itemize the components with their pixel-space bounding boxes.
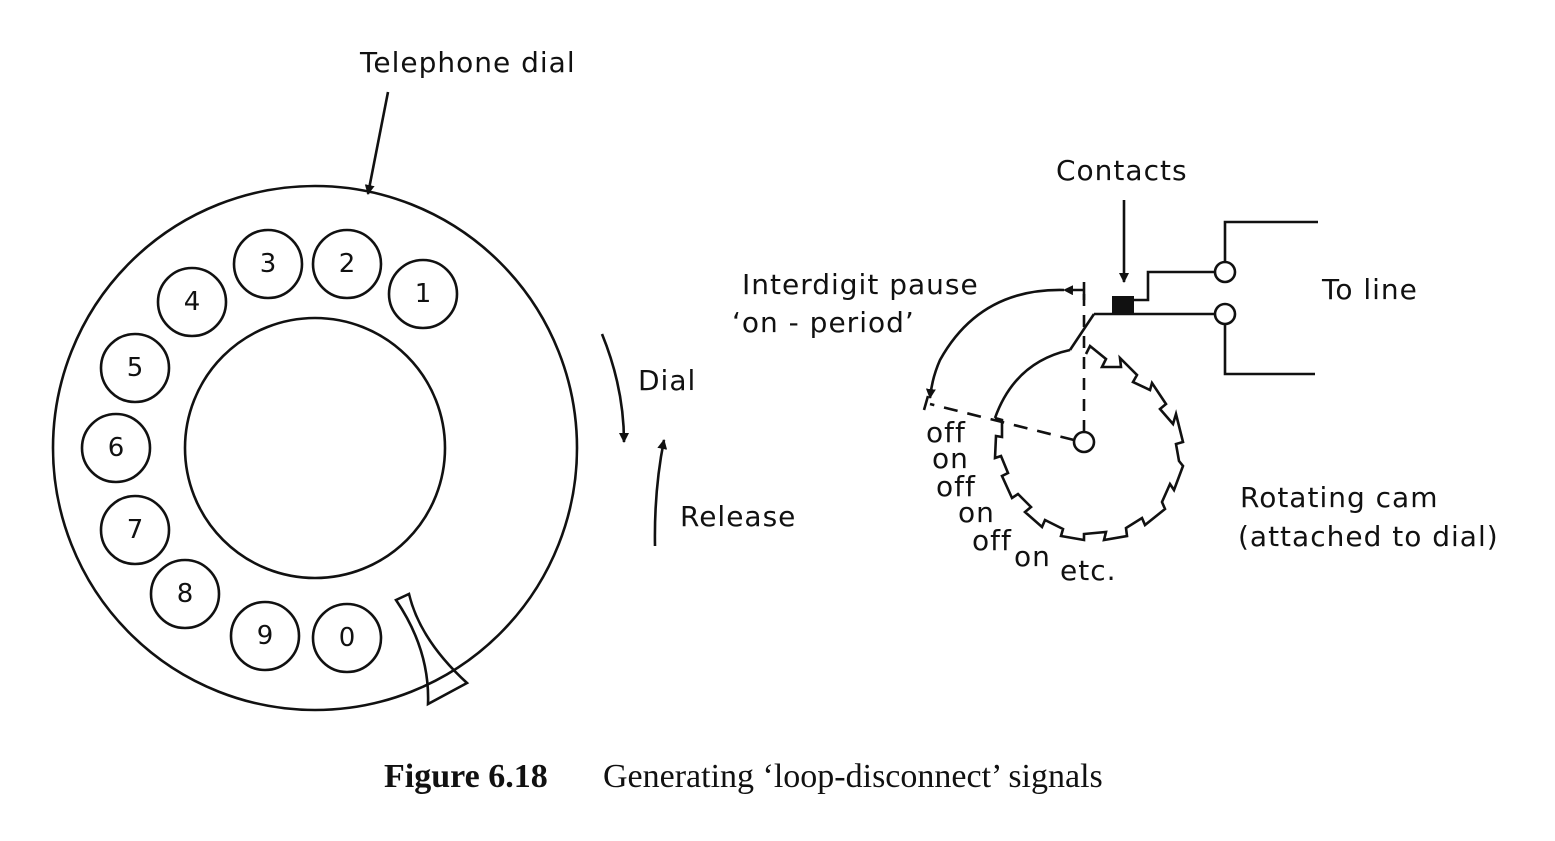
pulse-label: off: [972, 524, 1012, 557]
cam-toothed-edge: [993, 343, 1185, 542]
cam-smooth-arc: [993, 348, 1071, 419]
finger-stop: [394, 592, 470, 707]
pulse-label: on: [958, 496, 995, 529]
figure-number: Figure 6.18: [384, 758, 548, 795]
pulse-label: etc.: [1060, 554, 1117, 587]
digit-7: 7: [127, 515, 144, 545]
figure-caption: Generating ‘loop-disconnect’ signals: [603, 758, 1103, 795]
dial-outer-ring: [51, 184, 579, 712]
line-wire-upper: [1223, 220, 1318, 262]
attached-to-dial-label: (attached to dial): [1238, 520, 1499, 553]
digit-0: 0: [339, 623, 356, 653]
finger-hole-2: 2: [311, 228, 383, 300]
finger-hole-0: 0: [311, 602, 383, 674]
finger-hole-1: 1: [387, 258, 459, 330]
cam-pivot: [1072, 430, 1096, 454]
dial-direction-arrow: [600, 333, 629, 443]
finger-hole-4: 4: [156, 266, 228, 338]
contact-arm: [1068, 313, 1096, 351]
telephone-dial-pointer-arrow: [364, 91, 390, 195]
telephone-dial-label: Telephone dial: [359, 46, 576, 79]
terminal-upper: [1213, 260, 1237, 284]
rotating-cam-label: Rotating cam: [1240, 481, 1438, 514]
contact-upper-wire: [1134, 270, 1214, 302]
release-direction-arrow: [653, 439, 668, 547]
digit-3: 3: [260, 249, 277, 279]
pulse-label: off: [936, 470, 976, 503]
finger-hole-9: 9: [229, 600, 301, 672]
pulse-label: off: [926, 416, 966, 449]
interdigit-pause-arc-arrow: [925, 285, 1074, 399]
terminal-lower: [1213, 302, 1237, 326]
finger-hole-6: 6: [80, 412, 152, 484]
finger-hole-5: 5: [99, 332, 171, 404]
digit-4: 4: [184, 287, 201, 317]
dial-direction-label: Dial: [638, 364, 696, 397]
digit-6: 6: [108, 433, 125, 463]
contact-block: [1112, 296, 1134, 314]
digit-1: 1: [415, 279, 432, 309]
digit-2: 2: [339, 249, 356, 279]
telephone-dial: 1 2 3 4 5 6 7 8: [51, 184, 579, 712]
pulse-sequence: off on off on off on etc.: [926, 416, 1117, 587]
cam-radius-diagonal: [929, 402, 1075, 442]
pulse-label: on: [1014, 540, 1051, 573]
dial-center-plate: [183, 316, 447, 580]
contacts: [1068, 220, 1318, 376]
line-wire-lower: [1223, 324, 1315, 376]
finger-hole-7: 7: [99, 494, 171, 566]
finger-hole-8: 8: [149, 558, 221, 630]
digit-8: 8: [177, 579, 194, 609]
pulse-label: on: [932, 442, 969, 475]
contacts-label: Contacts: [1056, 154, 1188, 187]
release-direction-label: Release: [680, 500, 796, 533]
to-line-label: To line: [1321, 273, 1418, 306]
finger-hole-3: 3: [232, 228, 304, 300]
on-period-label: ‘on - period’: [732, 306, 915, 339]
interdigit-pause-label: Interdigit pause: [742, 268, 979, 301]
digit-5: 5: [127, 353, 144, 383]
digit-9: 9: [257, 621, 274, 651]
pause-end-tick: [922, 395, 930, 411]
